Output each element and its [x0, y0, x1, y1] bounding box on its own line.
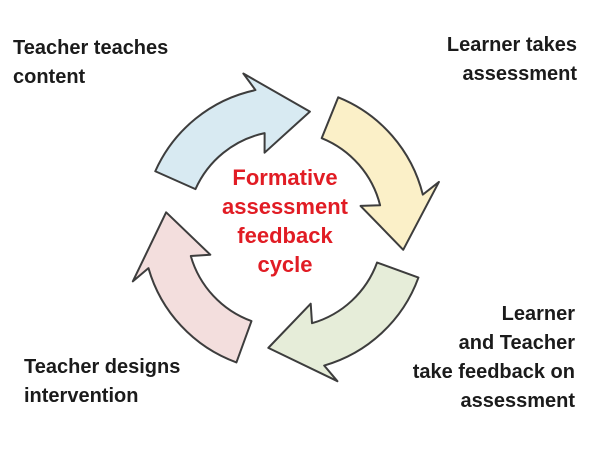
- step-label-take-feedback: Learner and Teacher take feedback on ass…: [412, 303, 575, 412]
- step-label-teacher-designs-intervention: Teacher designs intervention: [24, 356, 181, 407]
- step-label-learner-takes-assessment: Learner takes assessment: [446, 34, 577, 85]
- cycle-title: Formative assessment feedback cycle: [222, 165, 348, 277]
- step-label-teacher-teaches: Teacher teaches content: [13, 37, 169, 88]
